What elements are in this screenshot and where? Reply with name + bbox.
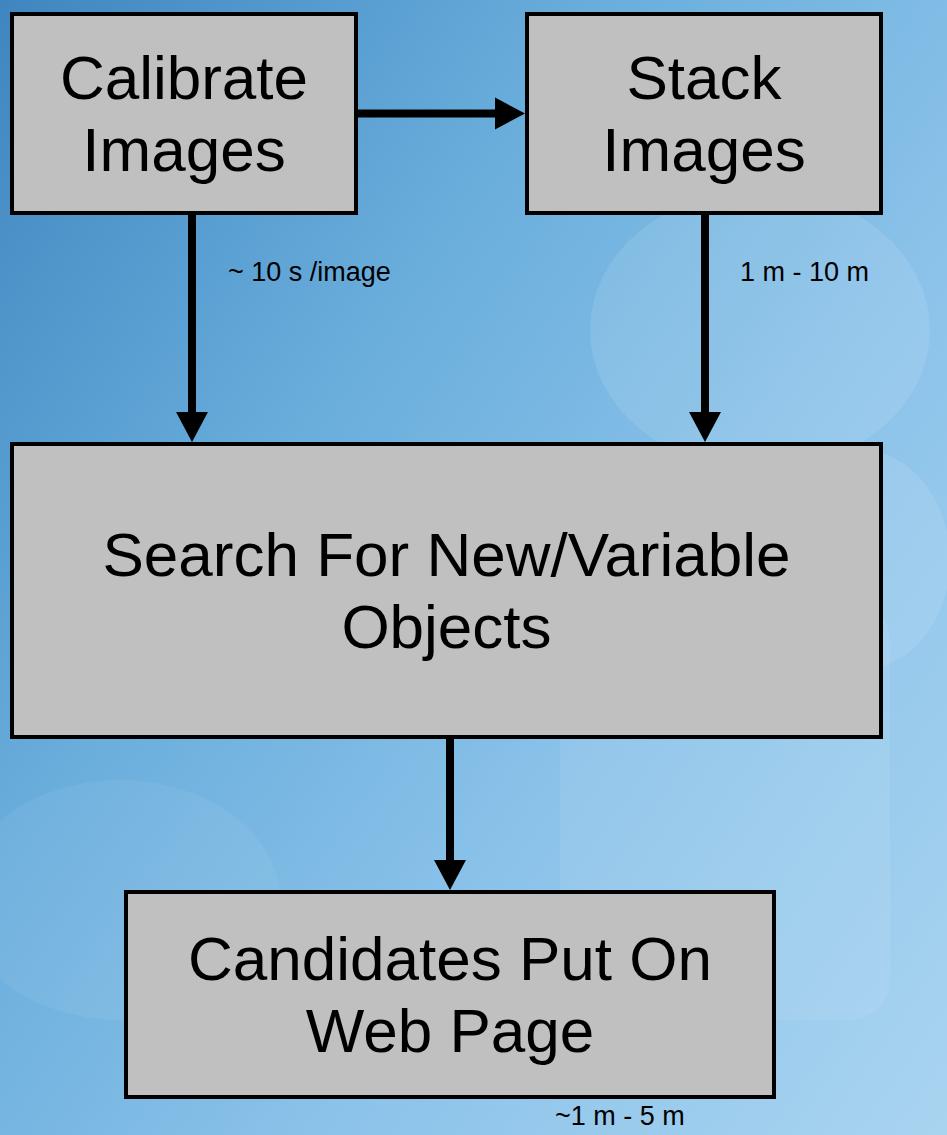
process-box: Search For New/Variable Objects xyxy=(10,442,883,739)
process-box: Stack Images xyxy=(525,12,883,215)
flow-arrow xyxy=(689,215,721,442)
process-box: Calibrate Images xyxy=(10,12,358,215)
flow-arrow xyxy=(434,739,466,890)
flow-arrow xyxy=(358,98,525,130)
process-box: Candidates Put On Web Page xyxy=(124,890,776,1099)
flow-arrow xyxy=(176,215,208,442)
time-label: ~1 m - 5 m xyxy=(555,1102,685,1132)
box-text: Search For New/Variable Objects xyxy=(28,519,865,663)
box-text: Stack Images xyxy=(543,42,865,186)
time-label: 1 m - 10 m xyxy=(740,258,869,288)
box-text: Candidates Put On Web Page xyxy=(142,923,758,1067)
box-text: Calibrate Images xyxy=(28,42,340,186)
time-label: ~ 10 s /image xyxy=(228,258,391,288)
